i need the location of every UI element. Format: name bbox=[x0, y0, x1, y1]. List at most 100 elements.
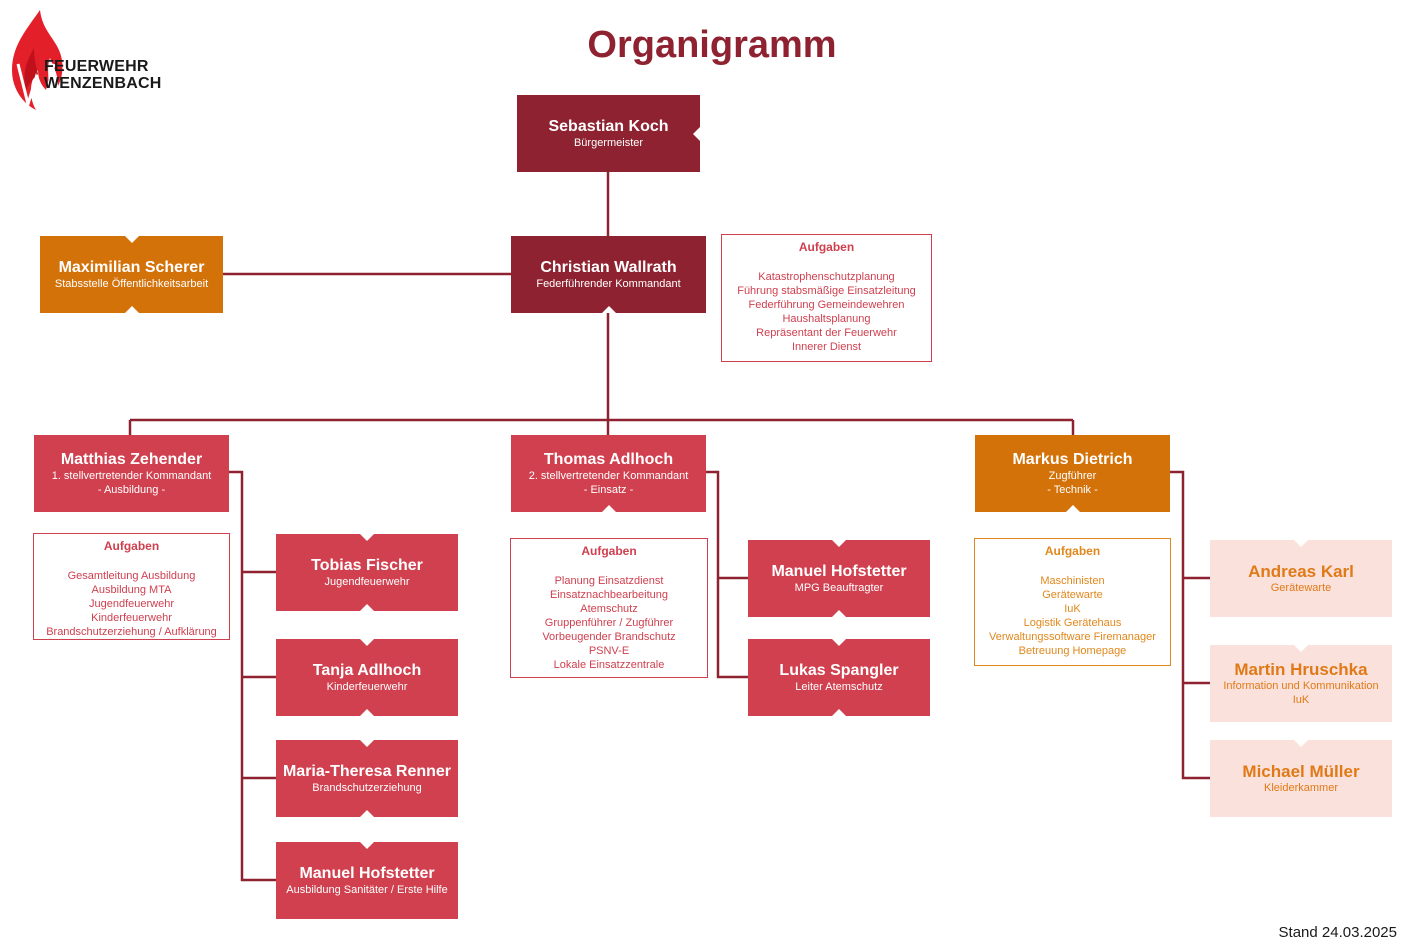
person-name: Manuel Hofstetter bbox=[299, 865, 435, 882]
task-item: Lokale Einsatzzentrale bbox=[553, 659, 665, 671]
tasks-heading: Aufgaben bbox=[798, 240, 855, 254]
person-role: Ausbildung Sanitäter / Erste Hilfe bbox=[286, 884, 448, 896]
deputy2-role: 2. stellvertretender Kommandant bbox=[528, 470, 689, 482]
task-item: Maschinisten bbox=[1040, 575, 1105, 587]
person-name: Tobias Fischer bbox=[311, 557, 423, 574]
date-stamp: Stand 24.03.2025 bbox=[1278, 924, 1397, 941]
task-item: Gruppenführer / Zugführer bbox=[544, 617, 674, 629]
logo-text: FEUERWEHR WENZENBACH bbox=[44, 58, 162, 92]
task-item: Planung Einsatzdienst bbox=[554, 575, 664, 587]
task-item: Logistik Gerätehaus bbox=[1023, 617, 1122, 629]
deputy1-box: Matthias Zehender 1. stellvertretender K… bbox=[34, 435, 229, 512]
person-name: Andreas Karl bbox=[1248, 562, 1354, 581]
person-role: Information und Kommunikation bbox=[1223, 680, 1379, 692]
connector-notch bbox=[124, 236, 139, 243]
tasks-heading: Aufgaben bbox=[1044, 544, 1101, 558]
person-name: Lukas Spangler bbox=[779, 662, 899, 679]
deputy1-name: Matthias Zehender bbox=[60, 451, 203, 468]
person-role: Leiter Atemschutz bbox=[795, 681, 883, 693]
task-item: Haushaltsplanung bbox=[782, 313, 871, 325]
fire-department-logo bbox=[8, 8, 183, 112]
deputy2-tasks-box: Aufgaben Planung Einsatzdienst Einsatzna… bbox=[510, 538, 708, 678]
connector-notch bbox=[832, 709, 846, 716]
task-item: Jugendfeuerwehr bbox=[88, 598, 174, 610]
task-item: Einsatznachbearbeitung bbox=[549, 589, 669, 601]
staff-name: Maximilian Scherer bbox=[58, 259, 205, 276]
person-name: Michael Müller bbox=[1242, 762, 1360, 781]
deputy1-sub-box: Manuel Hofstetter Ausbildung Sanitäter /… bbox=[276, 842, 458, 919]
platoon-area: - Technik - bbox=[1047, 484, 1098, 496]
task-item: Atemschutz bbox=[580, 603, 638, 615]
task-item: Brandschutzerziehung / Aufklärung bbox=[46, 626, 217, 638]
flame-icon bbox=[12, 10, 63, 110]
person-name: Manuel Hofstetter bbox=[771, 563, 907, 580]
platoon-sub-box: Michael Müller Kleiderkammer bbox=[1210, 740, 1392, 817]
person-role-2: IuK bbox=[1292, 694, 1310, 706]
platoon-sub-box: Martin Hruschka Information und Kommunik… bbox=[1210, 645, 1392, 722]
connector-notch bbox=[124, 306, 139, 313]
person-role: Brandschutzerziehung bbox=[312, 782, 422, 794]
logo-line-1: FEUERWEHR bbox=[44, 58, 149, 75]
page-title: Organigramm bbox=[587, 24, 837, 66]
connector-notch bbox=[832, 610, 846, 617]
deputy2-sub-box: Lukas Spangler Leiter Atemschutz bbox=[748, 639, 930, 716]
platoon-role: Zugführer bbox=[1048, 470, 1097, 482]
deputy1-area: - Ausbildung - bbox=[97, 484, 166, 496]
connector-notch bbox=[360, 604, 374, 611]
deputy1-tasks-box: Aufgaben Gesamtleitung Ausbildung Ausbil… bbox=[33, 533, 230, 640]
deputy1-sub-box: Maria-Theresa Renner Brandschutzerziehun… bbox=[276, 740, 458, 817]
task-item: Vorbeugender Brandschutz bbox=[542, 631, 676, 643]
person-role: MPG Beauftragter bbox=[794, 582, 884, 594]
task-item: Innerer Dienst bbox=[791, 341, 862, 353]
staff-role: Stabsstelle Öffentlichkeitsarbeit bbox=[54, 278, 209, 290]
deputy1-sub-box: Tobias Fischer Jugendfeuerwehr bbox=[276, 534, 458, 611]
connector-notch bbox=[360, 740, 374, 747]
deputy2-name: Thomas Adlhoch bbox=[543, 451, 674, 468]
deputy2-sub-box: Manuel Hofstetter MPG Beauftragter bbox=[748, 540, 930, 617]
task-item: IuK bbox=[1064, 603, 1081, 615]
connector-notch bbox=[1065, 505, 1080, 512]
commander-role: Federführender Kommandant bbox=[536, 278, 681, 290]
platoon-name: Markus Dietrich bbox=[1012, 451, 1133, 468]
connector-notch bbox=[1294, 740, 1308, 747]
deputy2-box: Thomas Adlhoch 2. stellvertretender Komm… bbox=[511, 435, 706, 512]
person-role: Gerätewarte bbox=[1270, 582, 1332, 594]
person-role: Jugendfeuerwehr bbox=[324, 576, 410, 588]
deputy2-area: - Einsatz - bbox=[583, 484, 634, 496]
person-name: Maria-Theresa Renner bbox=[282, 763, 452, 780]
connector-notch bbox=[1294, 540, 1308, 547]
mayor-box: Sebastian Koch Bürgermeister bbox=[517, 95, 700, 172]
connector-notch bbox=[832, 540, 846, 547]
tasks-heading: Aufgaben bbox=[103, 539, 160, 553]
connector-notch bbox=[360, 639, 374, 646]
task-item: Katastrophenschutzplanung bbox=[758, 271, 895, 283]
deputy1-sub-box: Tanja Adlhoch Kinderfeuerwehr bbox=[276, 639, 458, 716]
task-item: PSNV-E bbox=[588, 645, 630, 657]
task-item: Kinderfeuerwehr bbox=[91, 612, 172, 624]
person-name: Tanja Adlhoch bbox=[312, 662, 422, 679]
platoon-leader-box: Markus Dietrich Zugführer - Technik - bbox=[975, 435, 1170, 512]
commander-tasks-box: Aufgaben Katastrophenschutzplanung Führu… bbox=[721, 234, 932, 362]
task-item: Führung stabsmäßige Einsatzleitung bbox=[737, 285, 916, 297]
mayor-name: Sebastian Koch bbox=[548, 118, 669, 135]
connector-notch bbox=[832, 639, 846, 646]
commander-name: Christian Wallrath bbox=[540, 259, 677, 276]
task-item: Repräsentant der Feuerwehr bbox=[756, 327, 897, 339]
platoon-tasks-box: Aufgaben Maschinisten Gerätewarte IuK Lo… bbox=[974, 538, 1171, 666]
person-name: Martin Hruschka bbox=[1234, 660, 1368, 679]
connector-notch bbox=[360, 534, 374, 541]
task-item: Gerätewarte bbox=[1042, 589, 1103, 601]
connector-notch bbox=[360, 842, 374, 849]
connector-notch bbox=[693, 126, 700, 141]
connector-notch bbox=[601, 306, 616, 313]
tasks-heading: Aufgaben bbox=[581, 544, 637, 558]
connector-notch bbox=[360, 810, 374, 817]
deputy1-role: 1. stellvertretender Kommandant bbox=[51, 470, 212, 482]
connector-notch bbox=[601, 505, 616, 512]
task-item: Ausbildung MTA bbox=[91, 584, 172, 596]
mayor-role: Bürgermeister bbox=[573, 137, 644, 149]
connector-notch bbox=[1294, 645, 1308, 652]
platoon-sub-box: Andreas Karl Gerätewarte bbox=[1210, 540, 1392, 617]
person-role: Kleiderkammer bbox=[1264, 782, 1338, 794]
